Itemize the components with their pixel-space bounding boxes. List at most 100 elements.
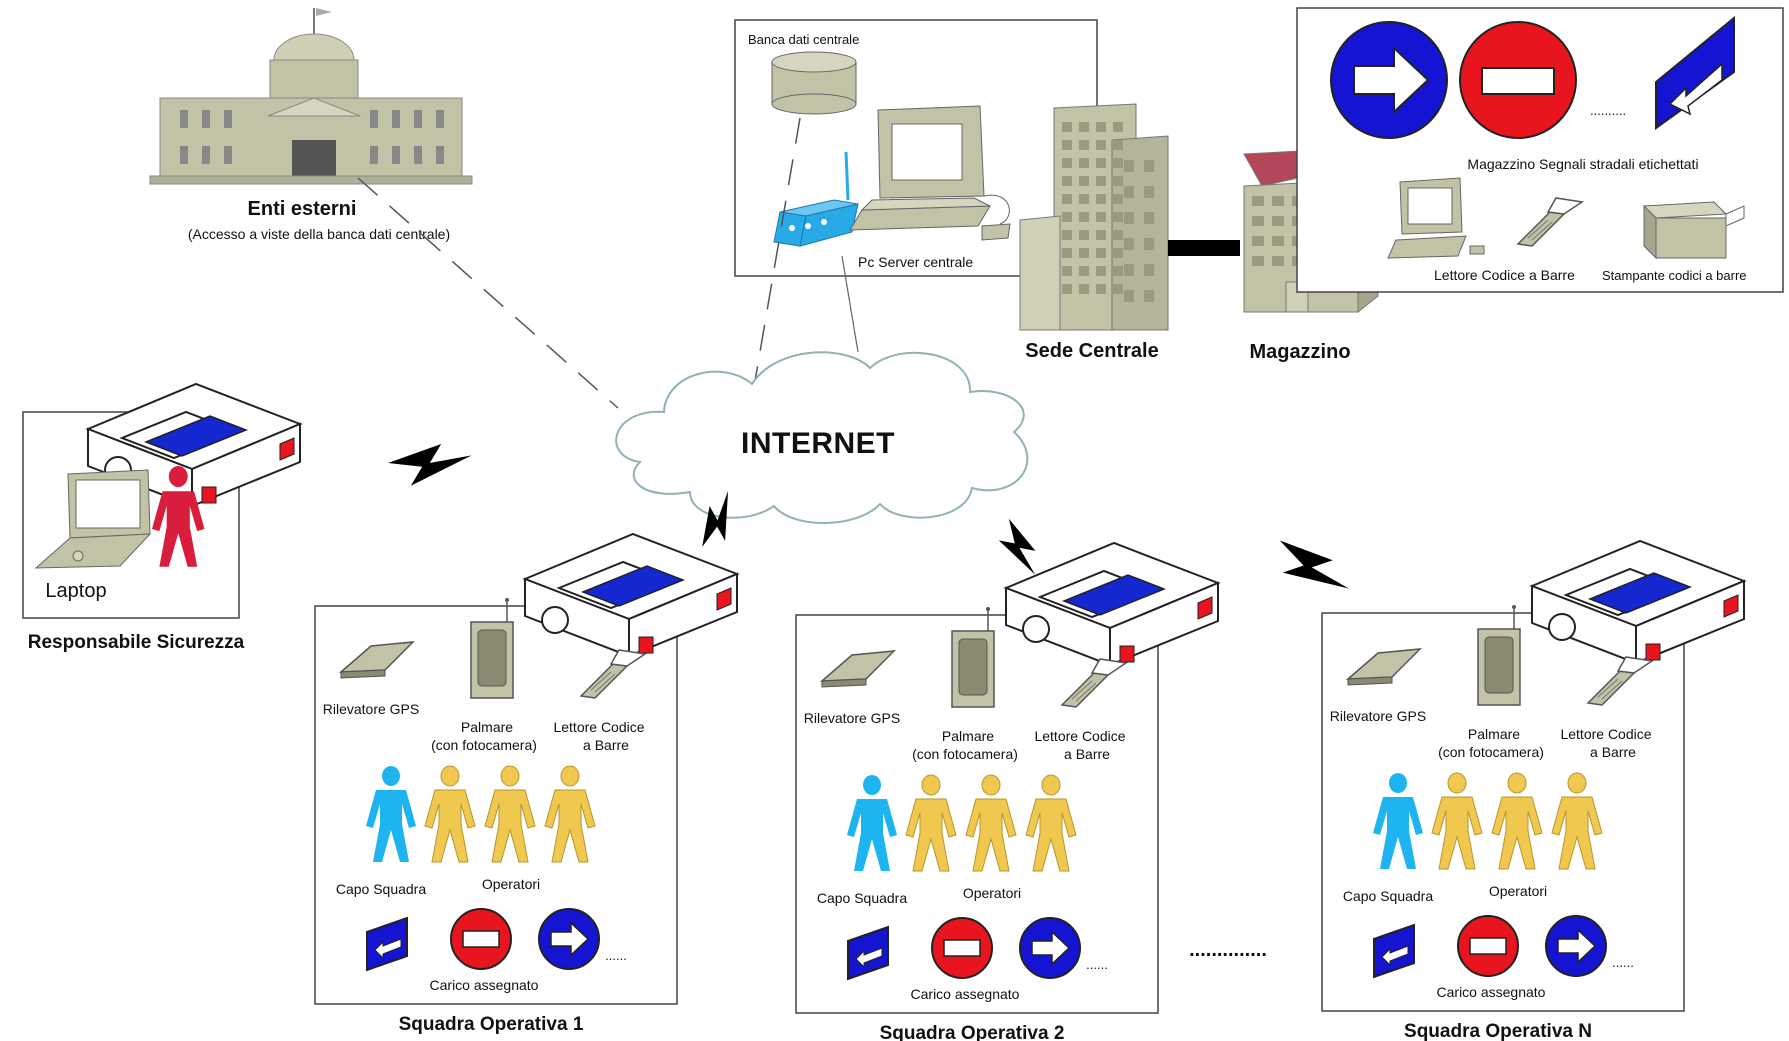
window	[1272, 236, 1284, 246]
capo-label: Capo Squadra	[336, 881, 427, 897]
window	[370, 110, 378, 128]
window	[1113, 266, 1123, 276]
window	[1272, 196, 1284, 206]
window	[1113, 194, 1123, 204]
window	[370, 146, 378, 164]
window	[392, 146, 400, 164]
arrow-sign-icon	[1655, 15, 1735, 130]
window	[1062, 266, 1072, 276]
window	[1079, 122, 1089, 132]
window	[1144, 238, 1154, 250]
reader-label: Lettore Codice	[1034, 728, 1125, 744]
squads: Rilevatore GPS Palmare (con fotocamera) Let…	[314, 533, 1745, 1041]
squad-title: Squadra Operativa 1	[399, 1014, 584, 1035]
database-icon	[771, 51, 857, 115]
window	[1062, 230, 1072, 240]
sicurezza-title: Responsabile Sicurezza	[28, 632, 245, 653]
window	[1096, 248, 1106, 258]
reader-sub-label: a Barre	[583, 737, 629, 753]
window	[1079, 158, 1089, 168]
window	[1272, 256, 1284, 266]
window	[1079, 248, 1089, 258]
carico-ellipsis: ......	[1612, 955, 1634, 970]
arrow-sign-icon	[538, 908, 600, 970]
router-internet-link	[841, 255, 859, 353]
window	[1252, 196, 1264, 206]
arrow-sign-icon	[1019, 917, 1081, 979]
lightning-icon	[993, 514, 1044, 583]
carico-ellipsis: ......	[605, 948, 627, 963]
carico-label: Carico assegnato	[911, 986, 1020, 1002]
window	[1113, 284, 1123, 294]
squad-title: Squadra Operativa 2	[880, 1023, 1065, 1041]
window	[1079, 140, 1089, 150]
operatori-label: Operatori	[963, 885, 1021, 901]
window	[202, 146, 210, 164]
magazzino-title: Magazzino	[1249, 341, 1350, 363]
window	[1062, 140, 1072, 150]
palmare-label: Palmare	[461, 719, 513, 735]
window	[1062, 248, 1072, 258]
window	[1113, 158, 1123, 168]
window	[1124, 238, 1134, 250]
window	[1096, 176, 1106, 186]
enti-title: Enti esterni	[248, 198, 357, 220]
window	[436, 110, 444, 128]
window	[1113, 248, 1123, 258]
operatori-label: Operatori	[1489, 883, 1547, 899]
signs-label: Magazzino Segnali stradali etichettati	[1467, 156, 1698, 172]
server-label: Pc Server centrale	[858, 254, 973, 270]
no-entry-sign-icon	[450, 908, 512, 970]
window	[1096, 140, 1106, 150]
pc-server-icon	[1387, 177, 1485, 259]
no-entry-sign-icon	[1457, 915, 1519, 977]
enti-internet-link	[357, 177, 619, 409]
window	[1062, 284, 1072, 294]
window	[1079, 212, 1089, 222]
operatori-label: Operatori	[482, 876, 540, 892]
carico-ellipsis: ......	[1086, 957, 1108, 972]
window	[414, 146, 422, 164]
window	[1096, 284, 1106, 294]
internet-label: INTERNET	[741, 427, 895, 460]
window	[392, 110, 400, 128]
window	[1096, 158, 1106, 168]
window	[1062, 212, 1072, 222]
window	[1096, 194, 1106, 204]
window	[436, 146, 444, 164]
window	[1272, 216, 1284, 226]
palmare-sub-label: (con fotocamera)	[431, 737, 537, 753]
carico-label: Carico assegnato	[430, 977, 539, 993]
building-windows	[180, 110, 444, 164]
db-internet-link	[747, 117, 801, 423]
window	[1062, 194, 1072, 204]
window	[1124, 160, 1134, 172]
no-entry-sign-icon	[1459, 21, 1577, 139]
window	[1144, 186, 1154, 198]
window	[180, 146, 188, 164]
palmare-sub-label: (con fotocamera)	[1438, 744, 1544, 760]
window	[1079, 230, 1089, 240]
arrow-sign-icon	[1545, 915, 1607, 977]
window	[180, 110, 188, 128]
palmare-label: Palmare	[1468, 726, 1520, 742]
enti-subtitle: (Accesso a viste della banca dati centra…	[188, 226, 450, 242]
window	[224, 146, 232, 164]
pc-server-icon	[849, 105, 1011, 241]
window	[1124, 290, 1134, 302]
reader-label: Lettore Codice	[553, 719, 644, 735]
squad-title: Squadra Operativa N	[1404, 1021, 1592, 1041]
sede-title: Sede Centrale	[1025, 340, 1158, 362]
window	[1252, 216, 1264, 226]
window	[1062, 122, 1072, 132]
cloud-icon	[615, 351, 1029, 524]
window	[1113, 122, 1123, 132]
laptop-label: Laptop	[45, 580, 106, 602]
gps-label: Rilevatore GPS	[1330, 708, 1426, 724]
window	[1062, 176, 1072, 186]
arrow-sign-icon	[1330, 21, 1448, 139]
window	[1096, 230, 1106, 240]
wh-reader-label: Lettore Codice a Barre	[1434, 267, 1575, 283]
window	[1144, 160, 1154, 172]
